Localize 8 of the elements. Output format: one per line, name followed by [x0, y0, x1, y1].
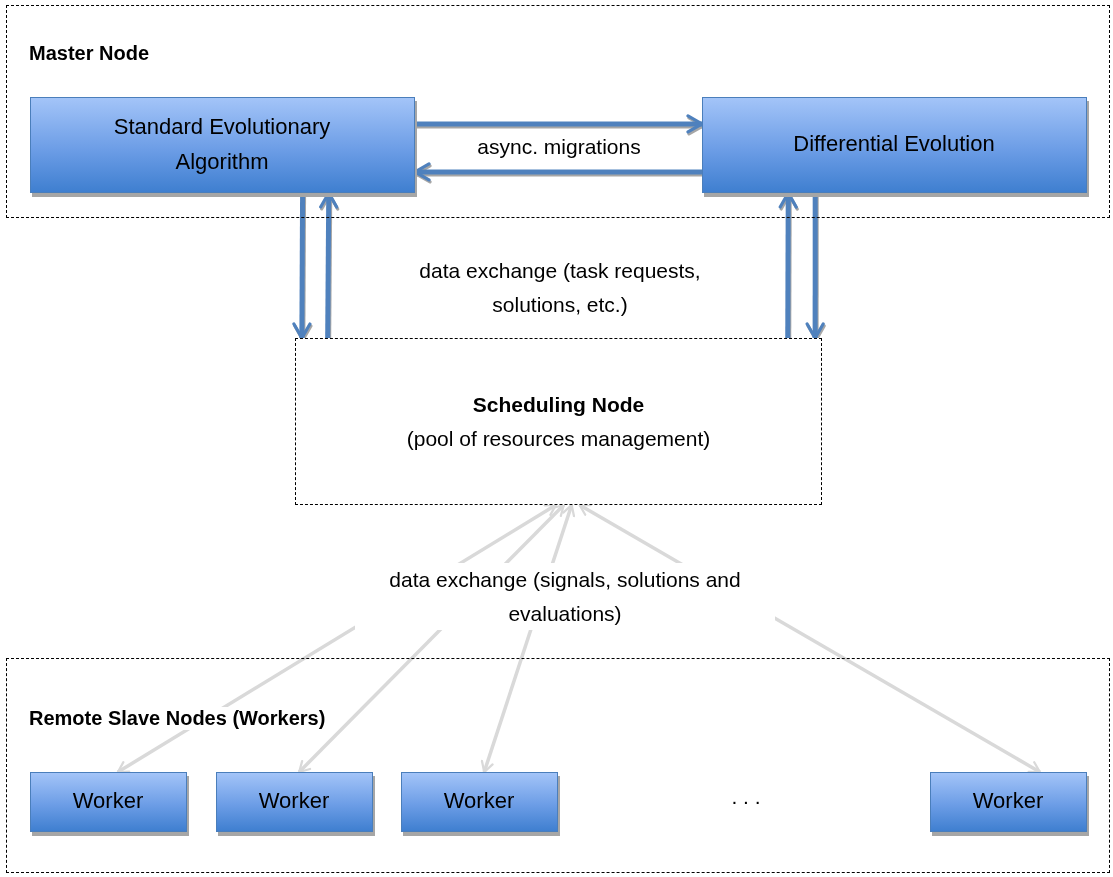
group-frame [6, 5, 1110, 218]
node-box [295, 338, 822, 505]
annotation-text: data exchange (signals, solutions and evaluations) [355, 563, 775, 631]
arrow [415, 114, 704, 134]
group-frame [6, 658, 1110, 873]
node-description: (pool of resources management) [406, 426, 711, 451]
node-title: Scheduling Node [472, 392, 645, 417]
group-title: Remote Slave Nodes (Workers) [29, 707, 326, 730]
